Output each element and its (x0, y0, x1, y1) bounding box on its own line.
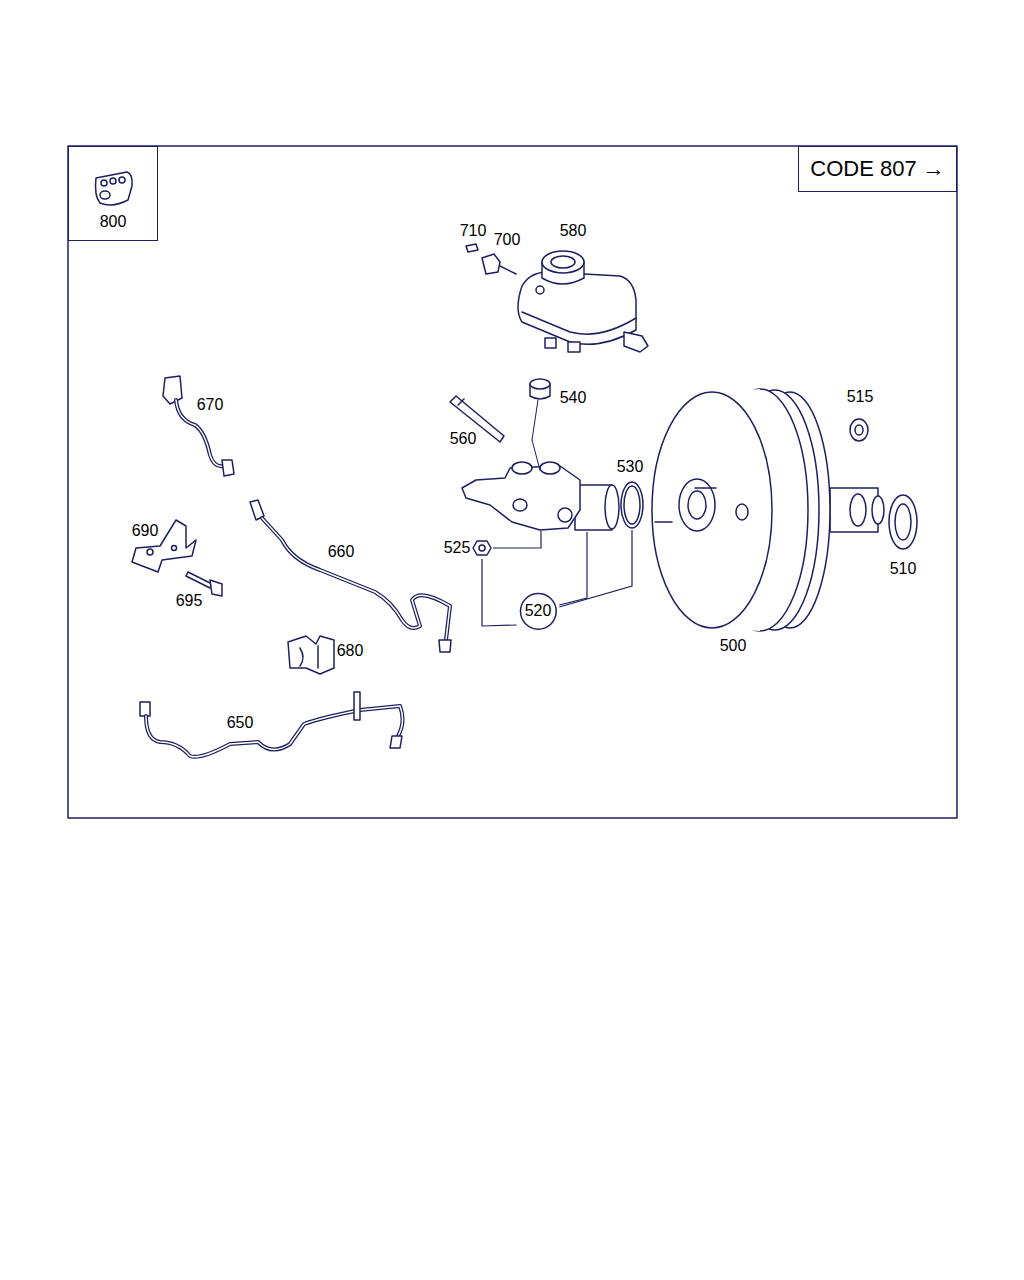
nut (850, 419, 868, 441)
callout-number: 650 (227, 714, 254, 731)
callout-number: 580 (560, 222, 587, 239)
callout-number: 695 (176, 592, 203, 609)
callout-number: 670 (197, 396, 224, 413)
callout-number: 540 (560, 389, 587, 407)
callout-number: 710 (460, 222, 487, 239)
box-text: 800 (100, 213, 127, 231)
box-text: 520 (525, 602, 552, 620)
callout-number: 710 (460, 222, 487, 240)
callout-number: 515 (847, 388, 874, 406)
callout-number: 580 (560, 222, 587, 240)
callout-number: 530 (617, 458, 644, 475)
callout-number: 510 (890, 560, 917, 578)
callout-number: 540 (560, 389, 587, 406)
brake-booster (652, 389, 884, 631)
leader-line (482, 559, 517, 626)
frame (68, 146, 957, 818)
master-cylinder (462, 400, 619, 530)
code-box: CODE 807 → (798, 146, 957, 192)
callout-number: 680 (337, 642, 364, 660)
callout-number: 530 (617, 458, 644, 476)
callout-circle: 520 (519, 592, 558, 631)
leader-line (493, 531, 541, 548)
callout-number: 695 (176, 592, 203, 610)
inset-box: 800 (68, 146, 158, 241)
washer (889, 495, 917, 549)
bracket (132, 520, 196, 572)
box-text: CODE 807 → (810, 156, 945, 182)
callout-number: 700 (494, 231, 521, 248)
leader-line (559, 532, 587, 605)
callout-number: 560 (450, 430, 477, 447)
clip (288, 636, 334, 674)
clip-icon (96, 172, 133, 205)
brake-line (140, 692, 403, 757)
callout-number: 690 (132, 522, 159, 539)
grommet (530, 379, 550, 399)
leader-line (559, 530, 632, 607)
callout-number: 670 (197, 396, 224, 414)
o-ring (621, 482, 643, 528)
callout-number: 660 (328, 543, 355, 561)
callout-number: 525 (444, 539, 471, 557)
callout-number: 690 (132, 522, 159, 540)
callout-number: 500 (720, 637, 747, 654)
callout-number: 700 (494, 231, 521, 249)
callout-number: 525 (444, 539, 471, 556)
callout-number: 680 (337, 642, 364, 659)
callout-number: 660 (328, 543, 355, 560)
callout-number: 510 (890, 560, 917, 577)
brake-line (250, 500, 451, 652)
callout-number: 500 (720, 637, 747, 655)
reservoir (466, 244, 648, 352)
callout-number: 650 (227, 714, 254, 732)
nut (473, 541, 491, 555)
callout-number: 560 (450, 430, 477, 448)
brake-line (163, 376, 234, 476)
callout-number: 515 (847, 388, 874, 405)
